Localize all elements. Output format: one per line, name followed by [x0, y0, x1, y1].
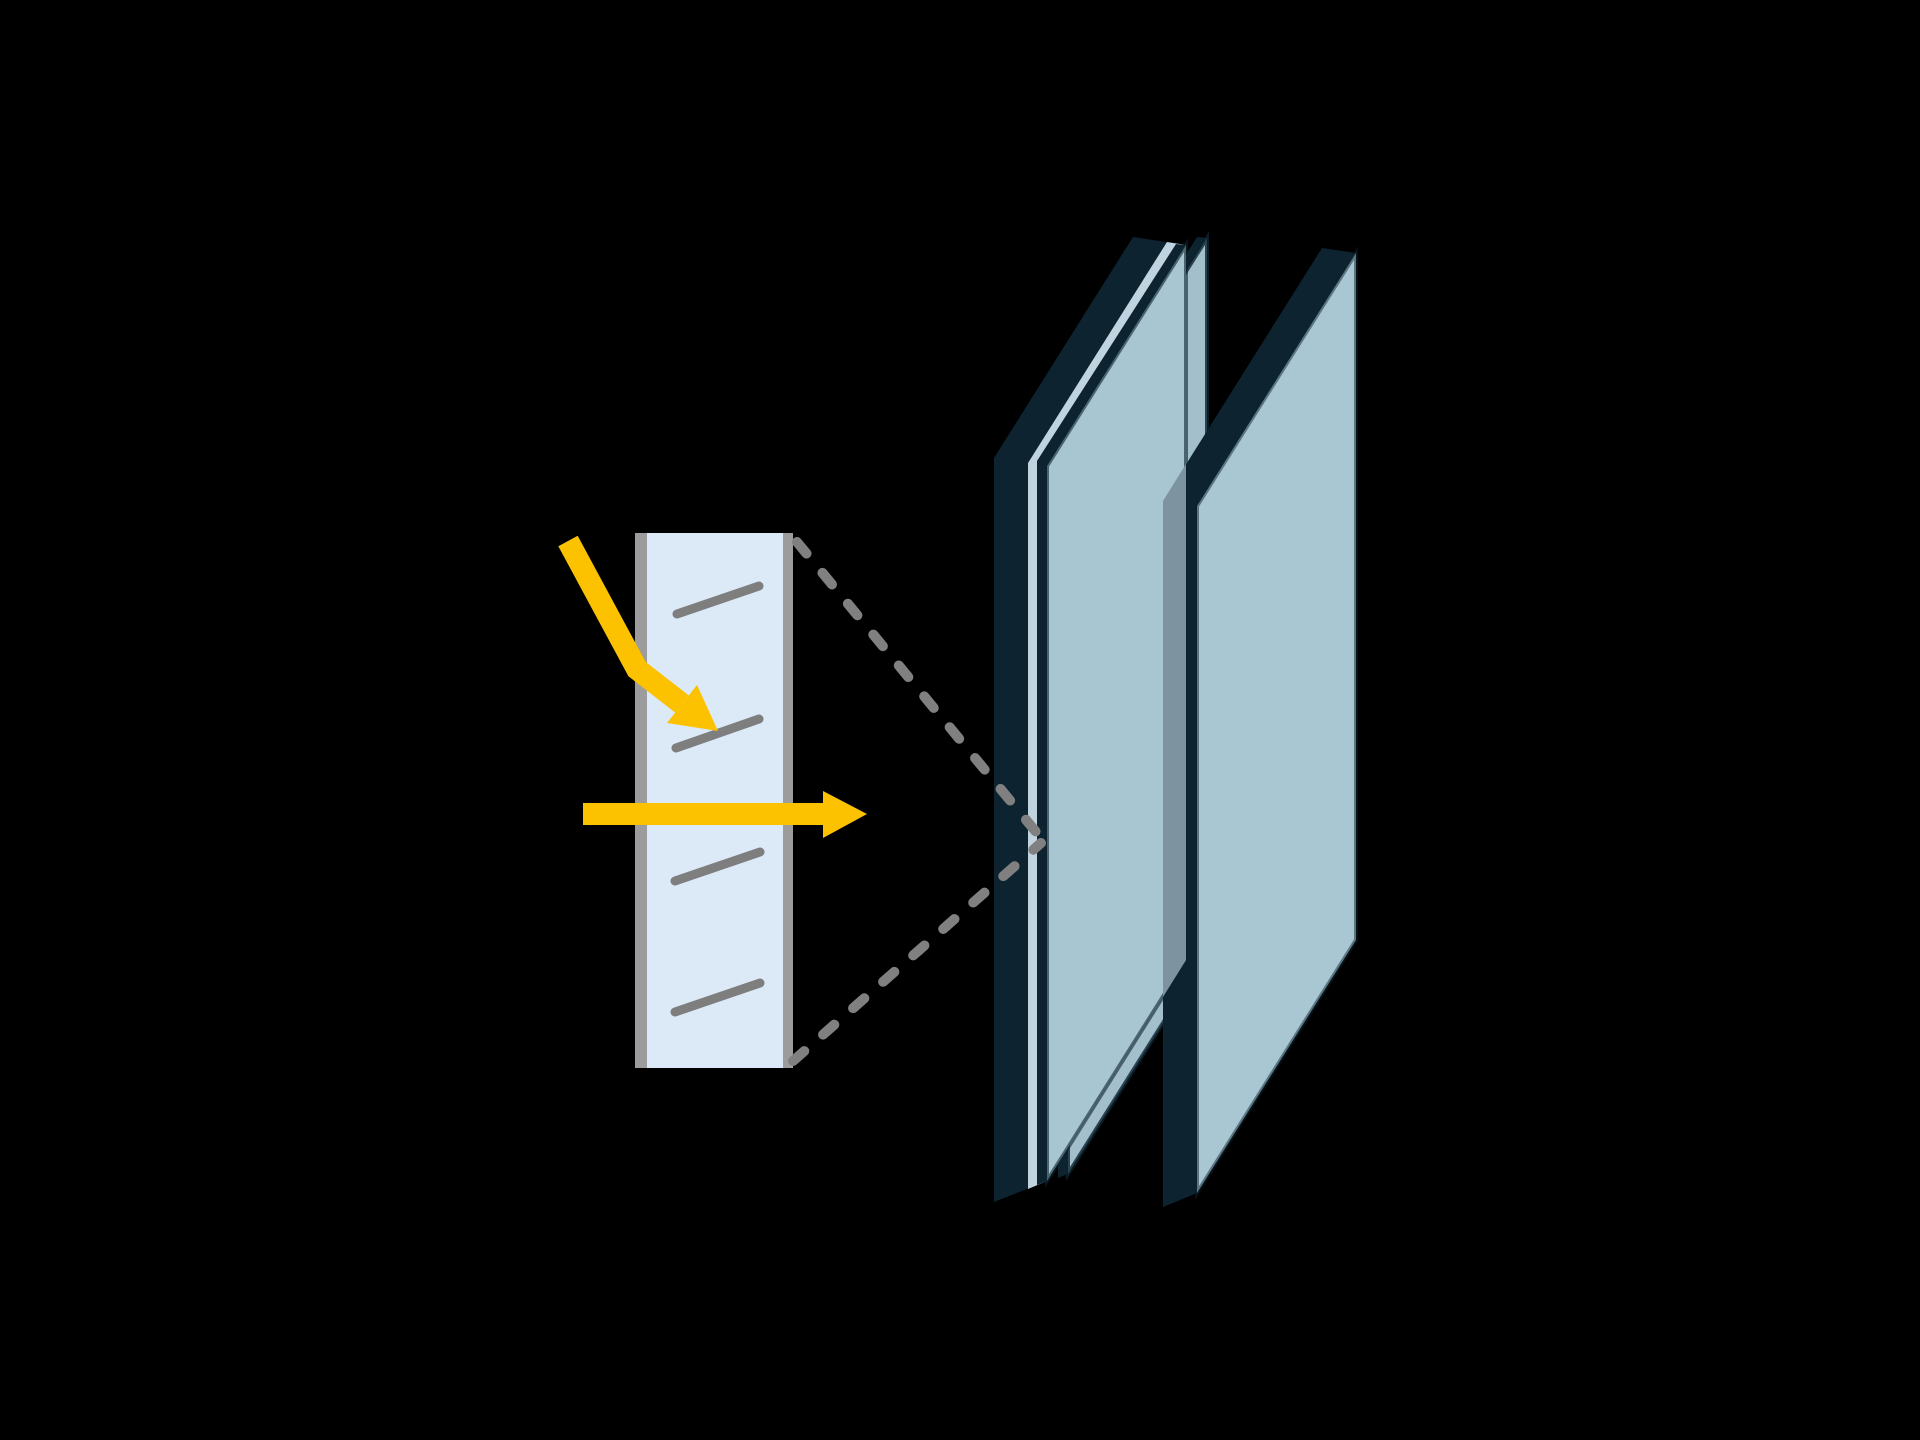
incident-ray-arrowhead — [667, 685, 718, 731]
transmitted-ray-arrowhead — [823, 791, 867, 838]
particle-dash-4 — [670, 978, 765, 1017]
cross-section-right-edge — [783, 533, 793, 1068]
rear-edge-seen-through-glass — [1163, 464, 1186, 997]
cross-section-left-edge — [635, 533, 647, 1068]
particle-dash-3 — [670, 847, 765, 886]
particle-dash-2 — [671, 714, 764, 753]
incident-ray-shaft — [558, 535, 689, 713]
callout-dashed-line-upper — [792, 537, 1046, 843]
particle-dash-1 — [672, 581, 764, 619]
rear-pane-face — [1195, 246, 1358, 1200]
callout-dashed-line-lower — [788, 838, 1046, 1066]
cross-section-body — [647, 533, 783, 1068]
